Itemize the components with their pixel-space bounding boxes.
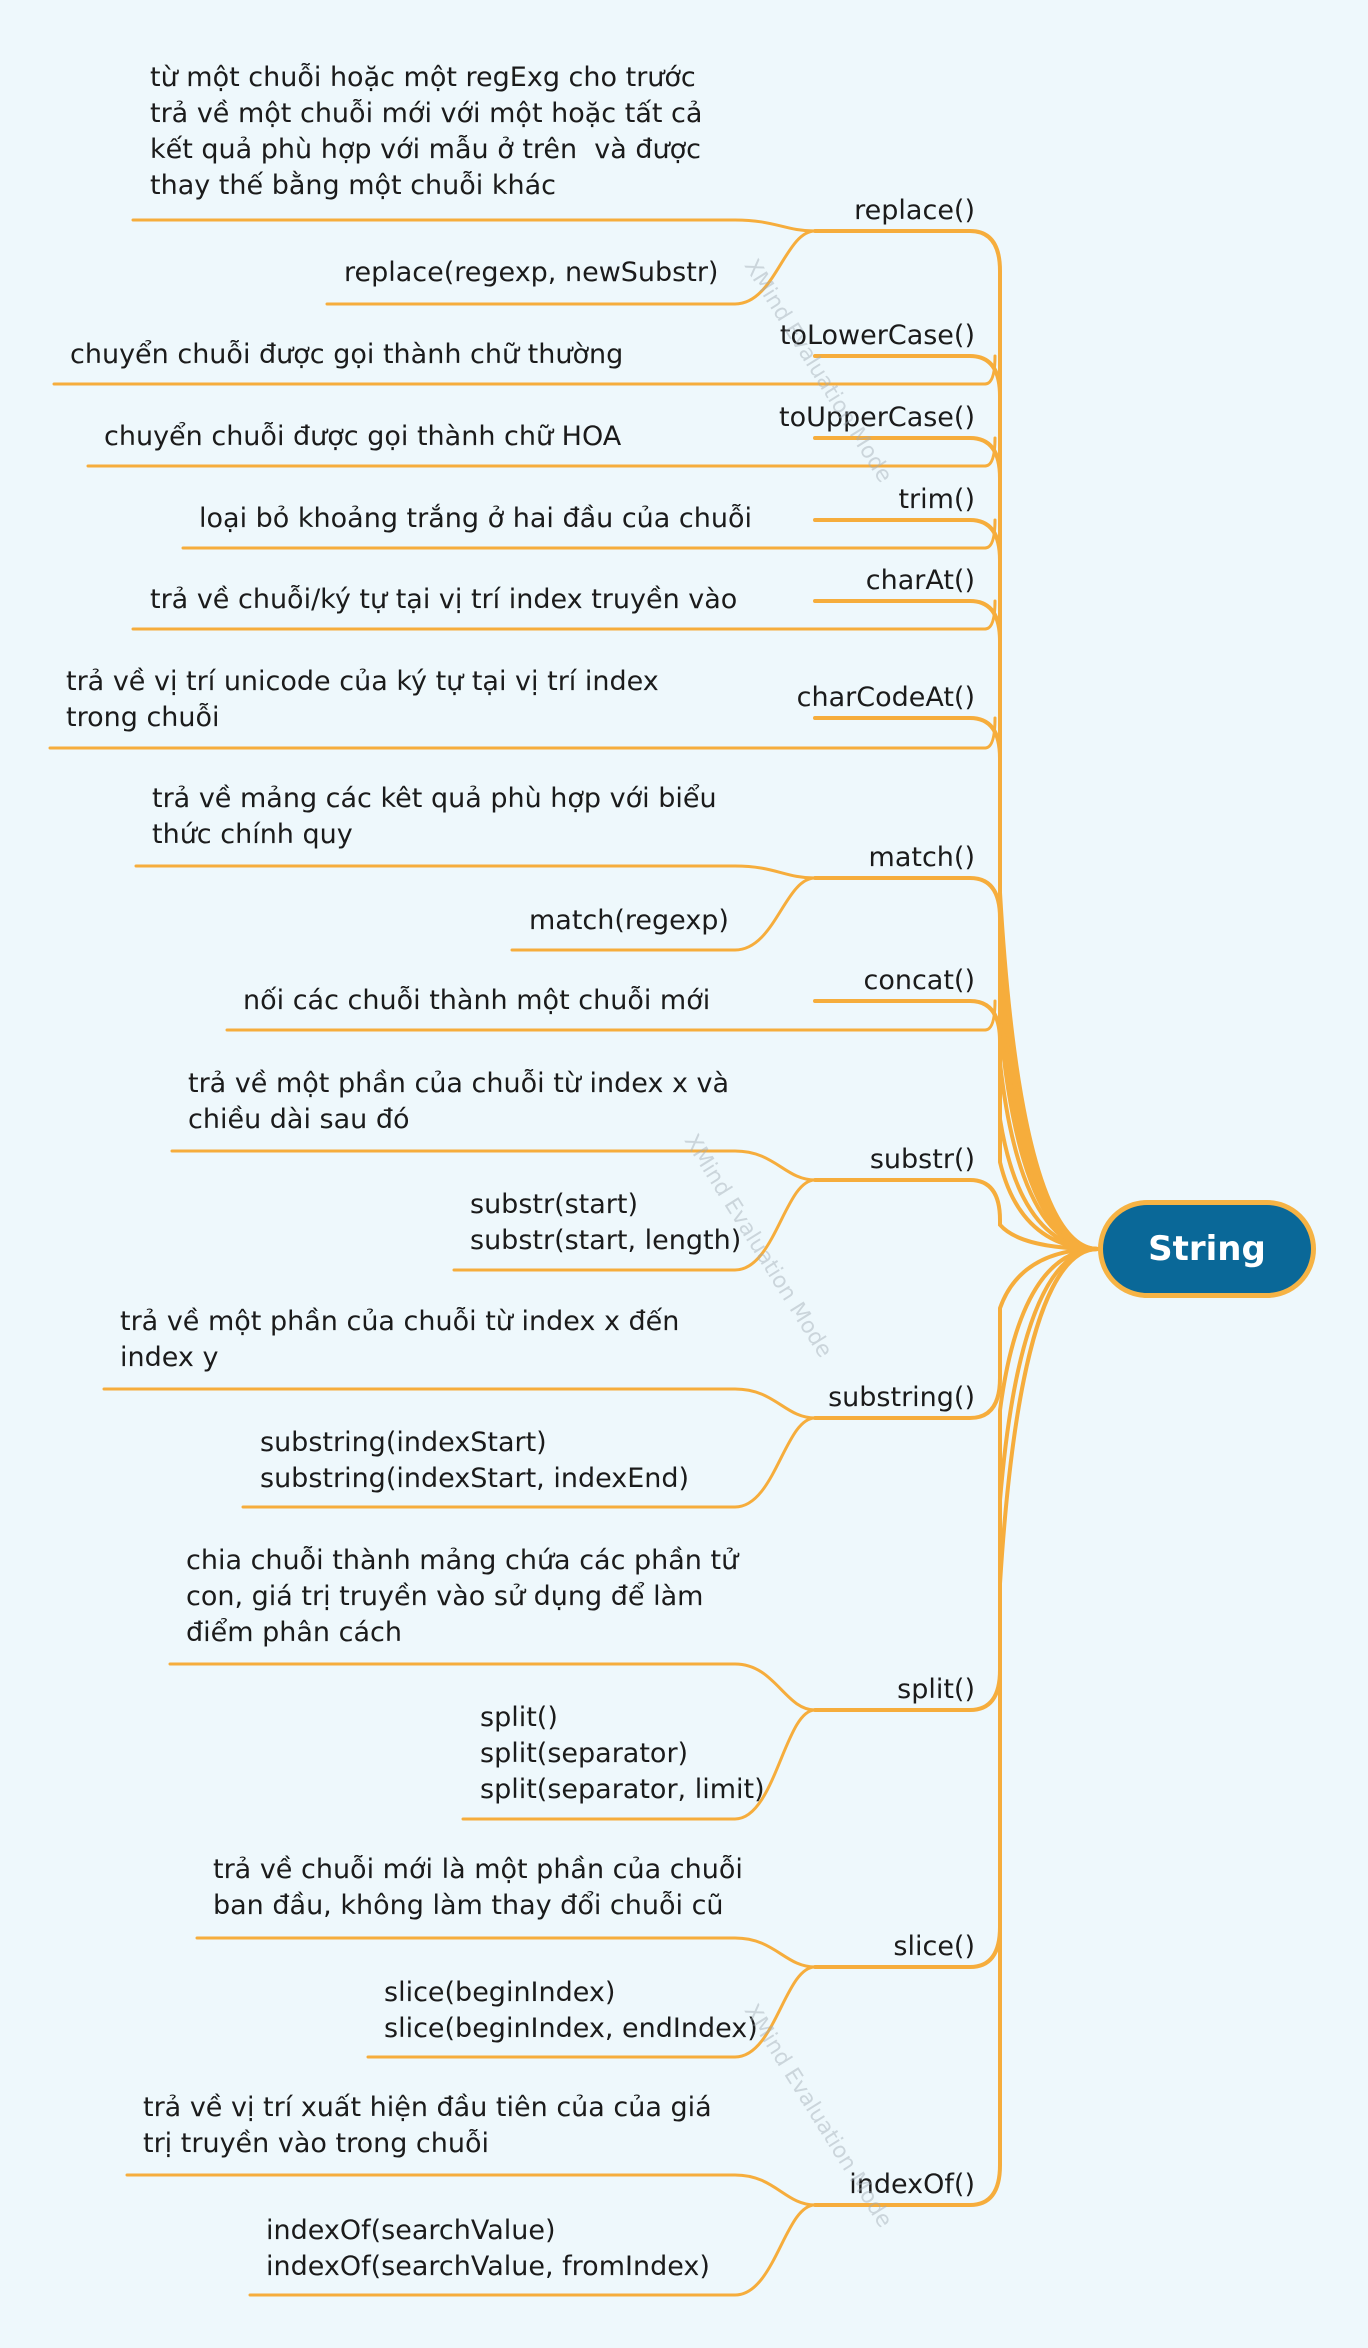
topic-tolowercase[interactable]: toLowerCase() <box>779 320 975 351</box>
syntax-slice[interactable]: slice(beginIndex) slice(beginIndex, endI… <box>384 1977 758 2044</box>
topic-match[interactable]: match() <box>868 842 975 873</box>
branch-substring <box>813 1247 1100 1420</box>
branch-split <box>813 1247 1100 1712</box>
syntax-indexof[interactable]: indexOf(searchValue) indexOf(searchValue… <box>266 2215 710 2282</box>
subbranch-substring-1 <box>241 1416 817 1509</box>
description-indexof[interactable]: trả về vị trí xuất hiện đầu tiên của của… <box>143 2092 712 2159</box>
subbranch-indexof-1 <box>248 2203 817 2297</box>
subbranch-slice-1 <box>366 1965 817 2059</box>
topic-trim[interactable]: trim() <box>898 484 975 515</box>
subbranch-replace-0 <box>131 218 817 233</box>
branch-substr <box>813 1178 1100 1251</box>
description-replace[interactable]: từ một chuỗi hoặc một regExg cho trước t… <box>150 62 703 201</box>
subbranch-split-1 <box>461 1708 817 1821</box>
subbranch-substring-0 <box>102 1387 817 1420</box>
branch-charcodeat <box>813 716 1100 1251</box>
topic-slice[interactable]: slice() <box>893 1931 975 1962</box>
subbranch-split-0 <box>168 1662 817 1712</box>
subbranch-match-1 <box>510 876 817 952</box>
topic-charcodeat[interactable]: charCodeAt() <box>796 682 975 713</box>
topic-indexof[interactable]: indexOf() <box>849 2169 975 2200</box>
subbranch-substr-0 <box>170 1149 817 1182</box>
branch-slice <box>813 1247 1100 1969</box>
subbranch-indexof-0 <box>125 2173 817 2207</box>
description-substr[interactable]: trả về một phần của chuỗi từ index x và … <box>188 1068 730 1135</box>
syntax-replace[interactable]: replace(regexp, newSubstr) <box>344 257 719 288</box>
description-touppercase[interactable]: chuyển chuỗi được gọi thành chữ HOA <box>104 421 622 452</box>
description-split[interactable]: chia chuỗi thành mảng chứa các phần tử c… <box>186 1545 739 1648</box>
syntax-match[interactable]: match(regexp) <box>529 905 729 936</box>
description-charat[interactable]: trả về chuỗi/ký tự tại vị trí index truy… <box>150 584 738 615</box>
topic-charat[interactable]: charAt() <box>865 565 975 596</box>
topic-concat[interactable]: concat() <box>863 965 975 996</box>
branch-concat <box>813 999 1100 1251</box>
syntax-substring[interactable]: substring(indexStart) substring(indexSta… <box>260 1427 690 1494</box>
topic-split[interactable]: split() <box>897 1674 975 1705</box>
topic-touppercase[interactable]: toUpperCase() <box>778 402 975 433</box>
syntax-split[interactable]: split() split(separator) split(separator… <box>480 1702 765 1805</box>
branch-match <box>813 876 1100 1251</box>
branch-trim <box>813 518 1100 1251</box>
description-charcodeat[interactable]: trả về vị trí unicode của ký tự tại vị t… <box>66 666 659 733</box>
description-substring[interactable]: trả về một phần của chuỗi từ index x đến… <box>120 1306 680 1373</box>
description-tolowercase[interactable]: chuyển chuỗi được gọi thành chữ thường <box>70 339 624 370</box>
subbranch-match-0 <box>134 864 817 880</box>
subbranch-substr-1 <box>452 1178 817 1272</box>
subbranch-replace-1 <box>325 229 817 306</box>
root-topic-label: String <box>1148 1229 1266 1269</box>
topic-replace[interactable]: replace() <box>854 195 975 226</box>
root-topic-string[interactable]: String <box>1098 1200 1316 1298</box>
syntax-substr[interactable]: substr(start) substr(start, length) <box>470 1189 742 1256</box>
subbranch-slice-0 <box>195 1936 817 1969</box>
topic-substr[interactable]: substr() <box>869 1144 975 1175</box>
branch-touppercase <box>813 436 1100 1251</box>
topic-substring[interactable]: substring() <box>828 1382 975 1413</box>
description-slice[interactable]: trả về chuỗi mới là một phần của chuỗi b… <box>213 1854 743 1921</box>
branch-charat <box>813 599 1100 1251</box>
description-trim[interactable]: loại bỏ khoảng trắng ở hai đầu của chuỗi <box>199 503 752 534</box>
description-match[interactable]: trả về mảng các kêt quả phù hợp với biểu… <box>152 783 717 850</box>
branch-indexof <box>813 1247 1100 2207</box>
branch-replace <box>813 229 1100 1251</box>
description-concat[interactable]: nối các chuỗi thành một chuỗi mới <box>243 985 711 1016</box>
